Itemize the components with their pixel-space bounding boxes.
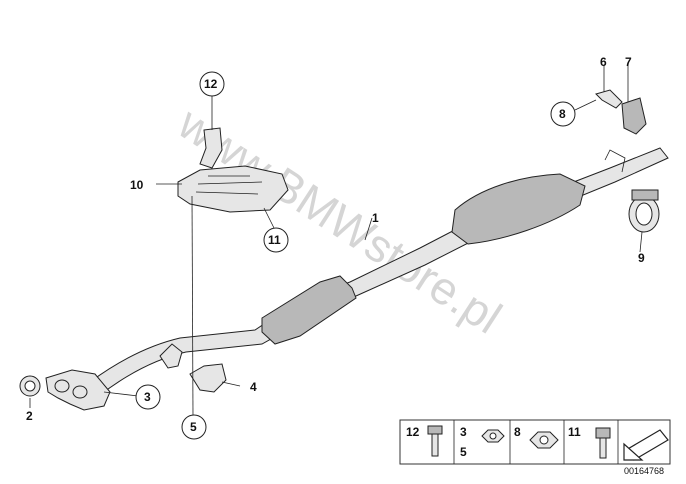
callout-12: 12 [204, 77, 218, 91]
bracket-part[interactable] [199, 127, 223, 169]
legend-3: 3 [460, 425, 467, 439]
arrow-icon [623, 429, 669, 461]
legend-5: 5 [460, 445, 467, 459]
legend-8: 8 [514, 425, 521, 439]
callout-7: 7 [625, 55, 632, 69]
callout-9: 9 [638, 251, 645, 265]
heat-shield-plate[interactable] [177, 165, 289, 213]
callout-3: 3 [144, 390, 151, 404]
legend-12: 12 [406, 425, 420, 439]
leader-lines [29, 66, 643, 417]
exhaust-pipe-assembly[interactable] [45, 147, 669, 411]
callout-labels: 1 2 3 4 5 6 7 8 9 10 11 12 [26, 55, 645, 440]
diagram-code: 00164768 [624, 466, 664, 476]
callout-11: 11 [268, 233, 281, 247]
callout-2: 2 [26, 409, 33, 423]
screw-icon [595, 427, 611, 459]
main-catalytic-converter[interactable] [451, 173, 586, 245]
callout-8: 8 [559, 107, 566, 121]
callout-5: 5 [190, 420, 197, 434]
legend-11: 11 [568, 425, 581, 439]
pipe-hanger[interactable] [159, 343, 183, 369]
rubber-mount[interactable] [621, 97, 647, 135]
nut-icon [481, 429, 505, 443]
callout-1: 1 [372, 211, 379, 225]
pipe-clamp[interactable] [189, 363, 227, 393]
callout-10: 10 [130, 178, 144, 192]
hardware-legend: 12 3 5 8 11 [399, 419, 671, 465]
callout-4: 4 [250, 380, 257, 394]
bolt-icon [427, 425, 443, 457]
exhaust-clamp[interactable] [628, 189, 660, 233]
callout-6: 6 [600, 55, 607, 69]
gasket[interactable] [19, 375, 41, 397]
hex-nut-icon [529, 431, 559, 449]
hanger-bolt[interactable] [595, 89, 623, 109]
front-catalytic-converter[interactable] [261, 275, 357, 345]
